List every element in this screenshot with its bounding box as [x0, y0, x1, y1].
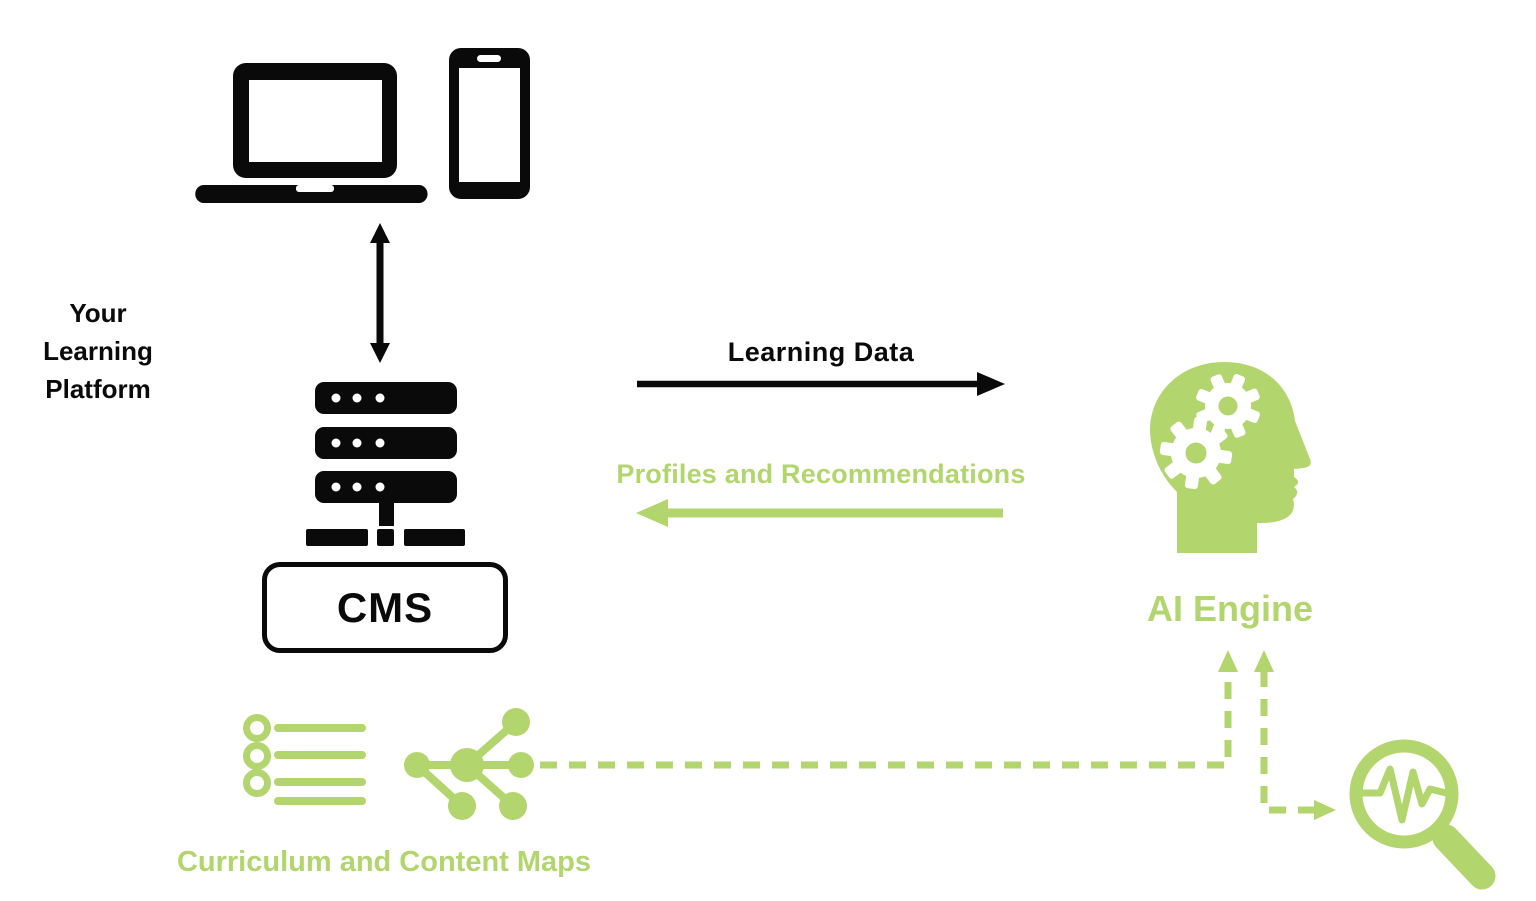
platform-label-line2: Learning: [43, 336, 153, 366]
curriculum-to-ai-dashed-arrow: [540, 670, 1232, 769]
laptop-icon: [195, 63, 428, 203]
server-icon: [306, 382, 465, 546]
ai-head-icon: [1150, 362, 1311, 553]
network-tree-icon: [404, 708, 534, 820]
ai-search-dashed-arrow: [1260, 670, 1318, 814]
platform-label: Your Learning Platform: [18, 294, 178, 408]
dashed-connectors: [540, 650, 1336, 820]
gear-icon: [1159, 416, 1233, 490]
devices-icon: [195, 48, 530, 203]
learning-data-label: Learning Data: [727, 337, 915, 367]
profiles-label: Profiles and Recommendations: [616, 459, 1026, 489]
platform-label-line3: Platform: [45, 374, 151, 404]
pulse-waveform: [1359, 765, 1450, 824]
sync-arrow-icon: [370, 223, 390, 363]
profiles-arrow: [636, 499, 1003, 527]
list-icon: [243, 714, 366, 805]
cms-box: CMS: [262, 562, 508, 653]
smartphone-icon: [449, 48, 530, 199]
magnifier-pulse-icon: [1349, 739, 1496, 890]
platform-label-line1: Your: [69, 298, 127, 328]
curriculum-label: Curriculum and Content Maps: [176, 846, 592, 878]
cms-label: CMS: [336, 583, 434, 631]
ai-engine-label: AI Engine: [1146, 588, 1313, 629]
learning-data-arrow: [637, 372, 1005, 396]
